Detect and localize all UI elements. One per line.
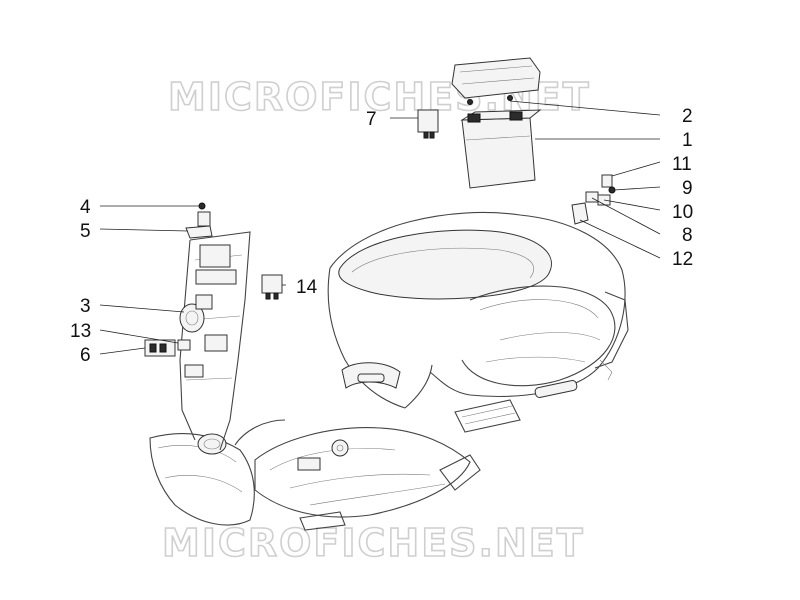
callout-labels: 1 2 3 4 5 6 7 8 9 10 11 12 13 14 (70, 106, 693, 366)
callout-13: 13 (70, 321, 91, 342)
bolt-and-bracket-parts (185, 202, 213, 239)
callout-11: 11 (672, 154, 692, 175)
ignition-switch-part (179, 294, 213, 333)
leader-lines (99, 100, 661, 355)
callout-1: 1 (682, 130, 693, 151)
callout-8: 8 (682, 225, 693, 246)
callout-14: 14 (296, 277, 318, 298)
front-frame-column (179, 231, 251, 451)
relay-part-14 (261, 274, 283, 300)
callout-10: 10 (672, 202, 693, 223)
battery-part (460, 109, 542, 189)
connector-parts (571, 174, 616, 225)
callout-7: 7 (366, 109, 377, 130)
watermark-bottom: MICROFICHES.NET (162, 521, 585, 565)
relay-part-7 (417, 109, 439, 139)
callout-9: 9 (682, 178, 693, 199)
scooter-body-frame (149, 211, 629, 531)
callout-3: 3 (80, 296, 91, 317)
callout-6: 6 (80, 345, 91, 366)
callout-2: 2 (682, 106, 693, 127)
battery-cover-part (451, 57, 541, 105)
callout-4: 4 (80, 197, 91, 218)
callout-5: 5 (80, 221, 91, 242)
fuse-box-part (144, 339, 191, 357)
callout-12: 12 (672, 249, 693, 270)
